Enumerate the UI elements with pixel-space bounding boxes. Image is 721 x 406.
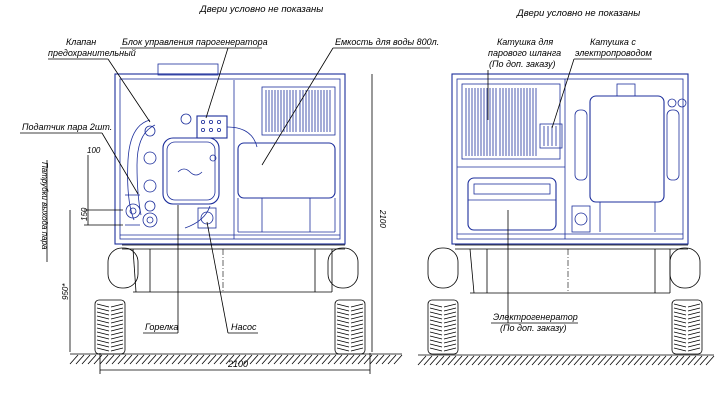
right-view-title: Двери условно не показаны (516, 8, 640, 19)
label-hose-outlets: Патрубки выхода пара (40, 162, 49, 250)
roof-hatch (157, 63, 219, 76)
wheel-right-a (427, 299, 459, 355)
generator (467, 177, 557, 231)
right-view: Двери условно не показаны (417, 8, 715, 366)
ground-hatch-left (69, 353, 403, 365)
label-water-tank: Емкость для воды 800л. (335, 37, 439, 47)
wheel-left-a (94, 299, 126, 355)
control-block (180, 113, 228, 139)
chassis-right (427, 244, 701, 294)
body-frame-right (451, 73, 689, 245)
hose-reel-left (261, 86, 336, 136)
label-valve: Клапан предохранительный (48, 37, 136, 58)
label-generator: Электрогенератор (По доп. заказу) (493, 312, 580, 333)
callouts-right: Катушка для парового шланга (По доп. зак… (487, 37, 652, 333)
hose-reel-right (461, 83, 561, 160)
boiler-right (571, 83, 687, 233)
ground-hatch-right (417, 354, 715, 366)
left-view-title: Двери условно не показаны (199, 4, 323, 15)
callouts-left: Клапан предохранительный Блок управления… (20, 37, 439, 334)
water-tank (237, 142, 336, 233)
cable-reel (539, 123, 563, 149)
dim-height: 2100 (378, 209, 387, 228)
dim-100: 100 (87, 146, 101, 155)
chassis-left (107, 244, 359, 293)
label-burner: Горелка (145, 322, 178, 332)
label-steam-block: Блок управления парогенератора (122, 37, 268, 47)
steam-boiler (162, 137, 220, 205)
wheel-right-b (671, 299, 703, 355)
dim-150: 150 (80, 207, 89, 221)
body-frame-left (114, 73, 346, 245)
label-pump: Насос (231, 322, 257, 332)
label-reel-cable: Катушка с электропроводом (575, 37, 652, 58)
piping-left (125, 119, 258, 229)
dimensions-left: 2100 2100 100 150 950* (61, 74, 387, 374)
wheel-left-b (334, 299, 366, 355)
dim-950: 950* (61, 283, 70, 300)
label-reel-steam: Катушка для парового шланга (По доп. зак… (488, 37, 564, 69)
label-steam-supply: Податчик пара 2шт. (22, 122, 112, 132)
dim-width: 2100 (227, 359, 248, 369)
left-view: Двери условно не показаны (20, 4, 439, 374)
